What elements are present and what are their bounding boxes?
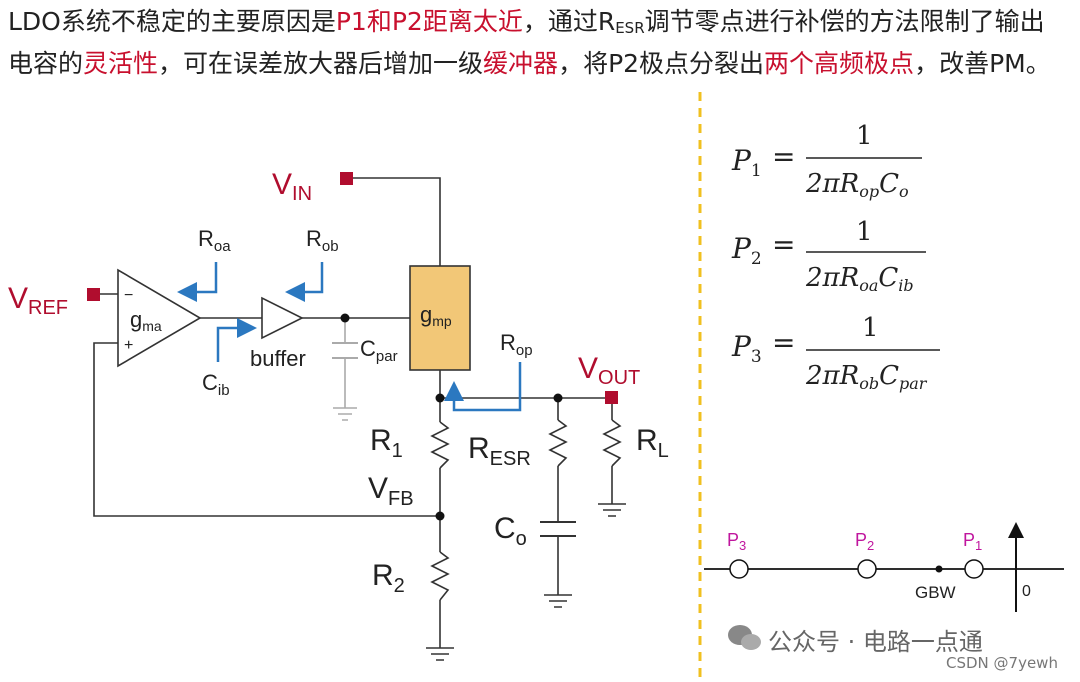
svg-text:2πRobCpar: 2πRobCpar [805,361,928,393]
pole-p1-marker [964,559,984,579]
roa-label: Roa [198,226,231,255]
gma-amplifier [117,268,202,368]
gmp-label: gmp [420,302,452,329]
capacitors [332,342,576,537]
wechat-icon [728,625,761,650]
plus-sign: + [124,337,133,354]
svg-text:=: = [772,326,795,359]
origin-label: 0 [1022,583,1031,600]
buffer-label: buffer [250,346,306,371]
svg-text:1: 1 [856,217,873,247]
equation-p2: P2 = 1 2πRoaCib [731,217,926,295]
minus-sign: − [124,287,133,304]
gbw-label: GBW [915,583,956,602]
intro-highlight: 灵活性 [83,49,159,78]
svg-text:=: = [772,140,795,173]
pole-p2-label: P2 [855,530,874,553]
intro-highlight: 两个高频极点 [764,49,915,78]
rop-label: Rop [500,330,533,359]
vref-terminal [87,288,100,301]
cpar-label: Cpar [360,336,398,365]
r2-label: R2 [372,559,405,597]
svg-text:P3: P3 [731,330,762,367]
equation-p1: P1 = 1 2πRopCo [731,121,922,201]
vout-terminal [605,391,618,404]
svg-text:2πRoaCib: 2πRoaCib [805,263,914,295]
resr-label: RESR [468,432,531,470]
pole-p3-label: P3 [727,530,746,553]
rl-label: RL [636,424,669,462]
pole-plot: P3 P2 P1 GBW 0 [704,522,1064,612]
svg-text:2πRopCo: 2πRopCo [805,169,909,201]
buffer-amplifier [261,296,304,340]
co-label: Co [494,512,527,550]
pole-p1-label: P1 [963,530,982,553]
circuit-wires [93,177,613,648]
gma-label: gma [130,307,162,334]
ground-symbol-cpar [333,407,357,421]
gmp-block [409,265,471,371]
vin-label: VIN [272,168,312,205]
intro-part: ，可在误差放大器后增加一级 [158,49,484,78]
impedance-arrows [177,262,522,412]
intro-highlight: P1和P2距离太近 [335,7,523,36]
credit-text: CSDN @7yewh [946,654,1058,672]
svg-text:1: 1 [856,121,873,151]
ground-symbols [426,503,626,661]
intro-part: LDO系统不稳定的主要原因是 [8,7,336,36]
junction-dots [340,313,563,521]
watermark-text: 公众号 · 电路一点通 [768,628,983,656]
svg-text:P1: P1 [731,144,762,181]
svg-text:=: = [772,228,795,261]
resistors [430,419,622,601]
intro-part: ，通过R [522,7,616,36]
pole-equations: P1 = 1 2πRopCo P2 = 1 2πRoaCib P3 = 1 2π… [731,121,940,393]
pole-p3-marker [729,559,749,579]
intro-part: ，将P2极点分裂出 [558,49,765,78]
vout-label: VOUT [578,352,640,389]
svg-text:1: 1 [862,313,879,343]
pole-p2-marker [857,559,877,579]
intro-sub: ESR [615,19,645,37]
gbw-marker [935,565,943,573]
rob-label: Rob [306,226,339,255]
r1-label: R1 [370,424,403,462]
equation-p3: P3 = 1 2πRobCpar [731,313,940,393]
cib-label: Cib [202,370,230,399]
intro-text: LDO系统不稳定的主要原因是P1和P2距离太近，通过RESR调节零点进行补偿的方… [8,4,1068,81]
intro-highlight: 缓冲器 [483,49,559,78]
vin-terminal [340,172,353,185]
intro-part: 调节零点进行补偿的方法限制了输出电容的 [8,7,1045,78]
intro-part: ，改善PM。 [914,49,1051,78]
vfb-label: VFB [368,472,414,510]
vref-label: VREF [8,282,68,319]
svg-text:P2: P2 [731,232,762,269]
